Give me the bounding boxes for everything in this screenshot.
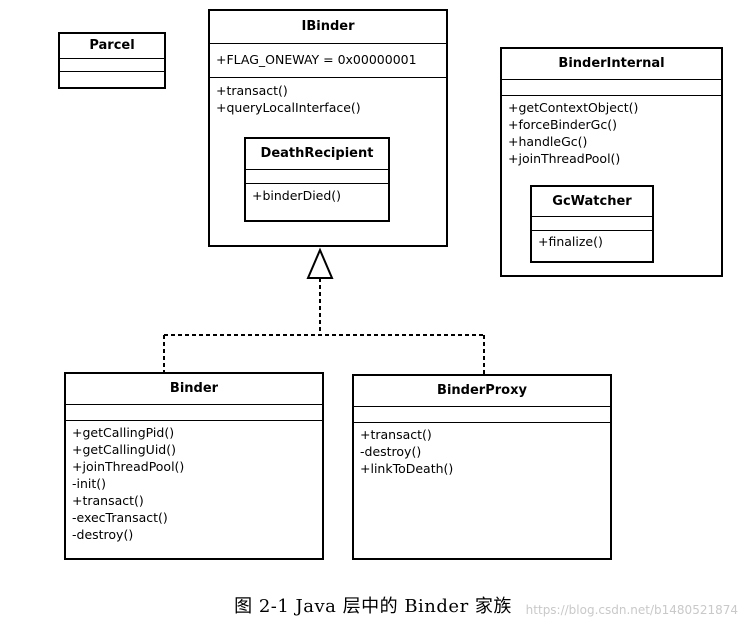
method-get-calling-pid: +getCallingPid() [72, 425, 175, 440]
attributes-compartment: +FLAG_ONEWAY = 0x00000001 [210, 44, 446, 78]
attributes-compartment [66, 405, 322, 421]
realization-arrowhead [306, 247, 334, 279]
method-get-calling-uid: +getCallingUid() [72, 442, 176, 457]
method-destroy: -destroy() [360, 444, 422, 459]
class-name: Binder [66, 374, 322, 405]
method-link-to-death: +linkToDeath() [360, 461, 454, 476]
methods-compartment: +finalize() [532, 231, 652, 252]
method-exec-transact: -execTransact() [72, 510, 168, 525]
class-gc-watcher: GcWatcher +finalize() [530, 185, 654, 263]
method-destroy: -destroy() [72, 527, 134, 542]
method-query-local-interface: +queryLocalInterface() [216, 100, 361, 115]
method-binder-died: +binderDied() [252, 188, 342, 203]
class-name: IBinder [210, 11, 446, 44]
methods-compartment: +transact() +queryLocalInterface() [210, 78, 446, 118]
method-get-context-object: +getContextObject() [508, 100, 639, 115]
methods-compartment: +binderDied() [246, 184, 388, 206]
method-join-thread-pool: +joinThreadPool() [508, 151, 621, 166]
method-transact: +transact() [360, 427, 432, 442]
class-binder-proxy: BinderProxy +transact() -destroy() +link… [352, 374, 612, 560]
method-transact: +transact() [72, 493, 144, 508]
attributes-compartment [246, 170, 388, 184]
figure-caption: 图 2-1 Java 层中的 Binder 家族 [234, 596, 512, 617]
methods-compartment: +transact() -destroy() +linkToDeath() [354, 423, 610, 479]
class-name: Parcel [60, 34, 164, 59]
method-finalize: +finalize() [538, 234, 603, 249]
class-name: BinderInternal [502, 49, 721, 80]
attribute-flag-oneway: +FLAG_ONEWAY = 0x00000001 [216, 52, 417, 67]
methods-compartment: +getContextObject() +forceBinderGc() +ha… [502, 96, 721, 169]
class-name: GcWatcher [532, 187, 652, 217]
method-transact: +transact() [216, 83, 288, 98]
class-death-recipient: DeathRecipient +binderDied() [244, 137, 390, 222]
class-binder: Binder +getCallingPid() +getCallingUid()… [64, 372, 324, 560]
class-name: DeathRecipient [246, 139, 388, 170]
attributes-compartment [354, 407, 610, 423]
method-force-binder-gc: +forceBinderGc() [508, 117, 617, 132]
attributes-compartment [502, 80, 721, 96]
method-handle-gc: +handleGc() [508, 134, 588, 149]
methods-compartment: +getCallingPid() +getCallingUid() +joinT… [66, 421, 322, 545]
method-init: -init() [72, 476, 107, 491]
attributes-compartment [60, 59, 164, 72]
class-name: BinderProxy [354, 376, 610, 407]
method-join-thread-pool: +joinThreadPool() [72, 459, 185, 474]
watermark: https://blog.csdn.net/b1480521874 [525, 603, 738, 617]
attributes-compartment [532, 217, 652, 231]
class-parcel: Parcel [58, 32, 166, 89]
